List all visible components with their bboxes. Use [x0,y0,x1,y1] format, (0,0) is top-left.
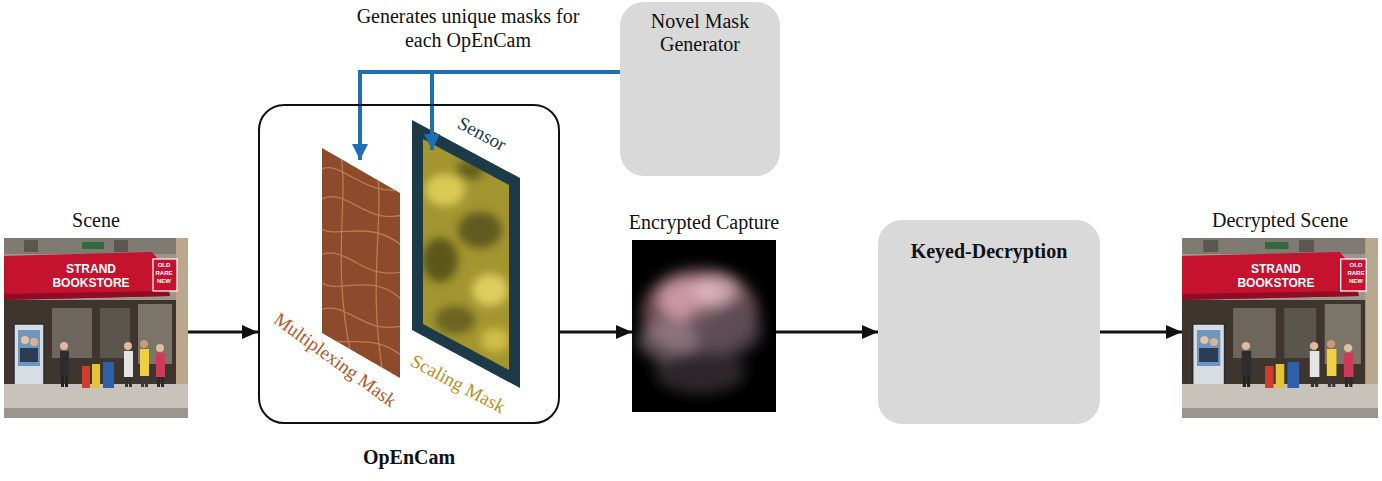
sensor-shape [425,174,465,206]
node-label: OpEnCam [260,446,558,469]
multiplexing-mask-shape [320,168,402,191]
sensor-shape [458,212,502,248]
node-label: Scene [0,209,218,232]
sensor-shape [412,120,520,388]
decryption-box: Keyed-Decryption [878,220,1100,424]
sign-text: STRAND BOOKSTORE [46,262,136,290]
mask-feed-arrow [360,72,620,160]
sign-text: OLD RARE NEW [153,261,175,285]
node-label: Novel Mask Generator [620,10,780,56]
edge-label: Generates unique masks for each OpEnCam [350,4,586,52]
multiplexing-mask-shape [320,228,402,246]
sensor-shape [412,120,520,388]
sign-text: OLD RARE NEW [1345,261,1367,285]
multiplexing-mask-shape [340,150,352,360]
node-label: Sensor [454,112,510,156]
node-label: Encrypted Capture [602,211,806,234]
encrypted-image [694,275,738,305]
multiplexing-mask-shape [320,253,402,273]
encrypted-capture: Encrypted Capture [632,240,776,412]
flow-arrow [560,331,632,334]
flow-arrow [188,331,258,334]
sensor-shape [481,328,509,352]
camera-box: OpEnCamMultiplexing MaskSensorScaling Ma… [258,104,560,424]
encrypted-image [654,350,746,394]
multiplexing-mask-shape [320,282,402,300]
node-label: Keyed-Decryption [878,240,1100,263]
sensor-shape [422,238,458,282]
sensor-shape [435,306,475,334]
sign-text: STRAND BOOKSTORE [1231,262,1321,290]
encrypted-image [638,268,762,394]
flow-arrow [1100,331,1182,334]
decrypted-photo [1182,238,1378,418]
encrypted-image [632,240,776,412]
sensor-shape [456,160,484,180]
mask-generator-box: Novel Mask Generator [620,2,780,176]
multiplexing-mask-shape [320,308,402,327]
sensor-shape [422,160,509,352]
sensor-frame: SensorScaling Mask [404,150,526,396]
encrypted-image [638,268,762,394]
encrypted-image [632,240,776,412]
mask-feed-arrow [432,72,620,150]
node-label: Decrypted Scene [1152,209,1382,232]
multiplexing-mask-shape [322,148,400,378]
node-label: Multiplexing Mask [269,308,400,412]
node-label: Scaling Mask [407,350,509,418]
scene-photo [4,238,188,418]
multiplexing-mask-shape [376,160,384,380]
sensor-shape [422,160,509,352]
sensor-shape [472,274,508,306]
flow-arrow [776,331,878,334]
multiplexing-mask-shape [320,197,402,217]
sensor-shape [423,139,509,370]
multiplexing-mask: Multiplexing Mask [262,160,402,422]
